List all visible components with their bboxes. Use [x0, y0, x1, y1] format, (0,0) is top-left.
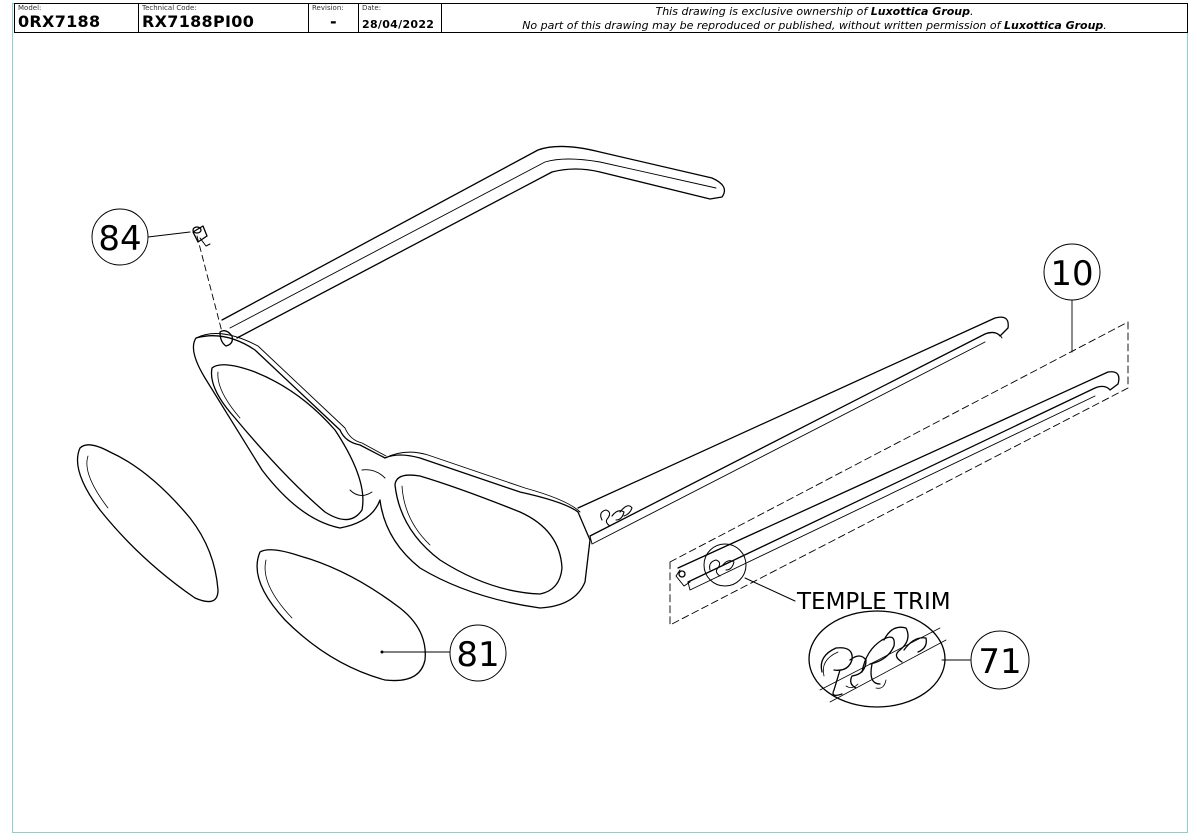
temple-exploded-view	[669, 299, 1129, 626]
callout-81-number: 81	[456, 635, 499, 675]
revision-cell: Revision: -	[309, 4, 359, 32]
date-label: Date:	[362, 4, 382, 12]
technical-code-cell: Technical Code: RX7188PI00	[139, 4, 309, 32]
temple-trim-zoom-ring	[703, 543, 747, 587]
temple-logo-mark	[600, 505, 633, 527]
hinge-screw	[192, 225, 223, 333]
lens-right	[256, 549, 451, 682]
technical-code-value: RX7188PI00	[142, 12, 255, 31]
date-value: 28/04/2022	[362, 18, 435, 31]
model-label: Model:	[18, 4, 42, 12]
callout-10-number: 10	[1050, 254, 1093, 294]
technical-code-label: Technical Code:	[142, 4, 197, 12]
ownership-notice: This drawing is exclusive ownership of L…	[442, 4, 1187, 32]
left-temple	[221, 145, 726, 339]
revision-value: -	[330, 12, 337, 31]
title-block: Model: 0RX7188 Technical Code: RX7188PI0…	[14, 3, 1188, 33]
callout-81: 81	[449, 624, 507, 682]
lens-left	[76, 444, 219, 603]
model-value: 0RX7188	[18, 12, 101, 31]
model-cell: Model: 0RX7188	[15, 4, 139, 32]
logo-detail	[808, 610, 947, 708]
callout-10: 10	[1043, 243, 1101, 301]
callout-84-number: 84	[98, 219, 141, 259]
callout-71-number: 71	[978, 642, 1021, 682]
callout-71: 71	[970, 630, 1030, 690]
front-frame	[192, 335, 591, 609]
notice-line-2: No part of this drawing may be reproduce…	[522, 19, 1107, 32]
revision-label: Revision:	[312, 4, 344, 12]
date-cell: Date: 28/04/2022	[359, 4, 442, 32]
callout-84: 84	[91, 208, 191, 266]
temple-trim-label: TEMPLE TRIM	[796, 589, 951, 615]
right-temple	[577, 316, 1009, 537]
notice-line-1: This drawing is exclusive ownership of L…	[655, 5, 974, 18]
frame-assembly	[192, 145, 1009, 609]
